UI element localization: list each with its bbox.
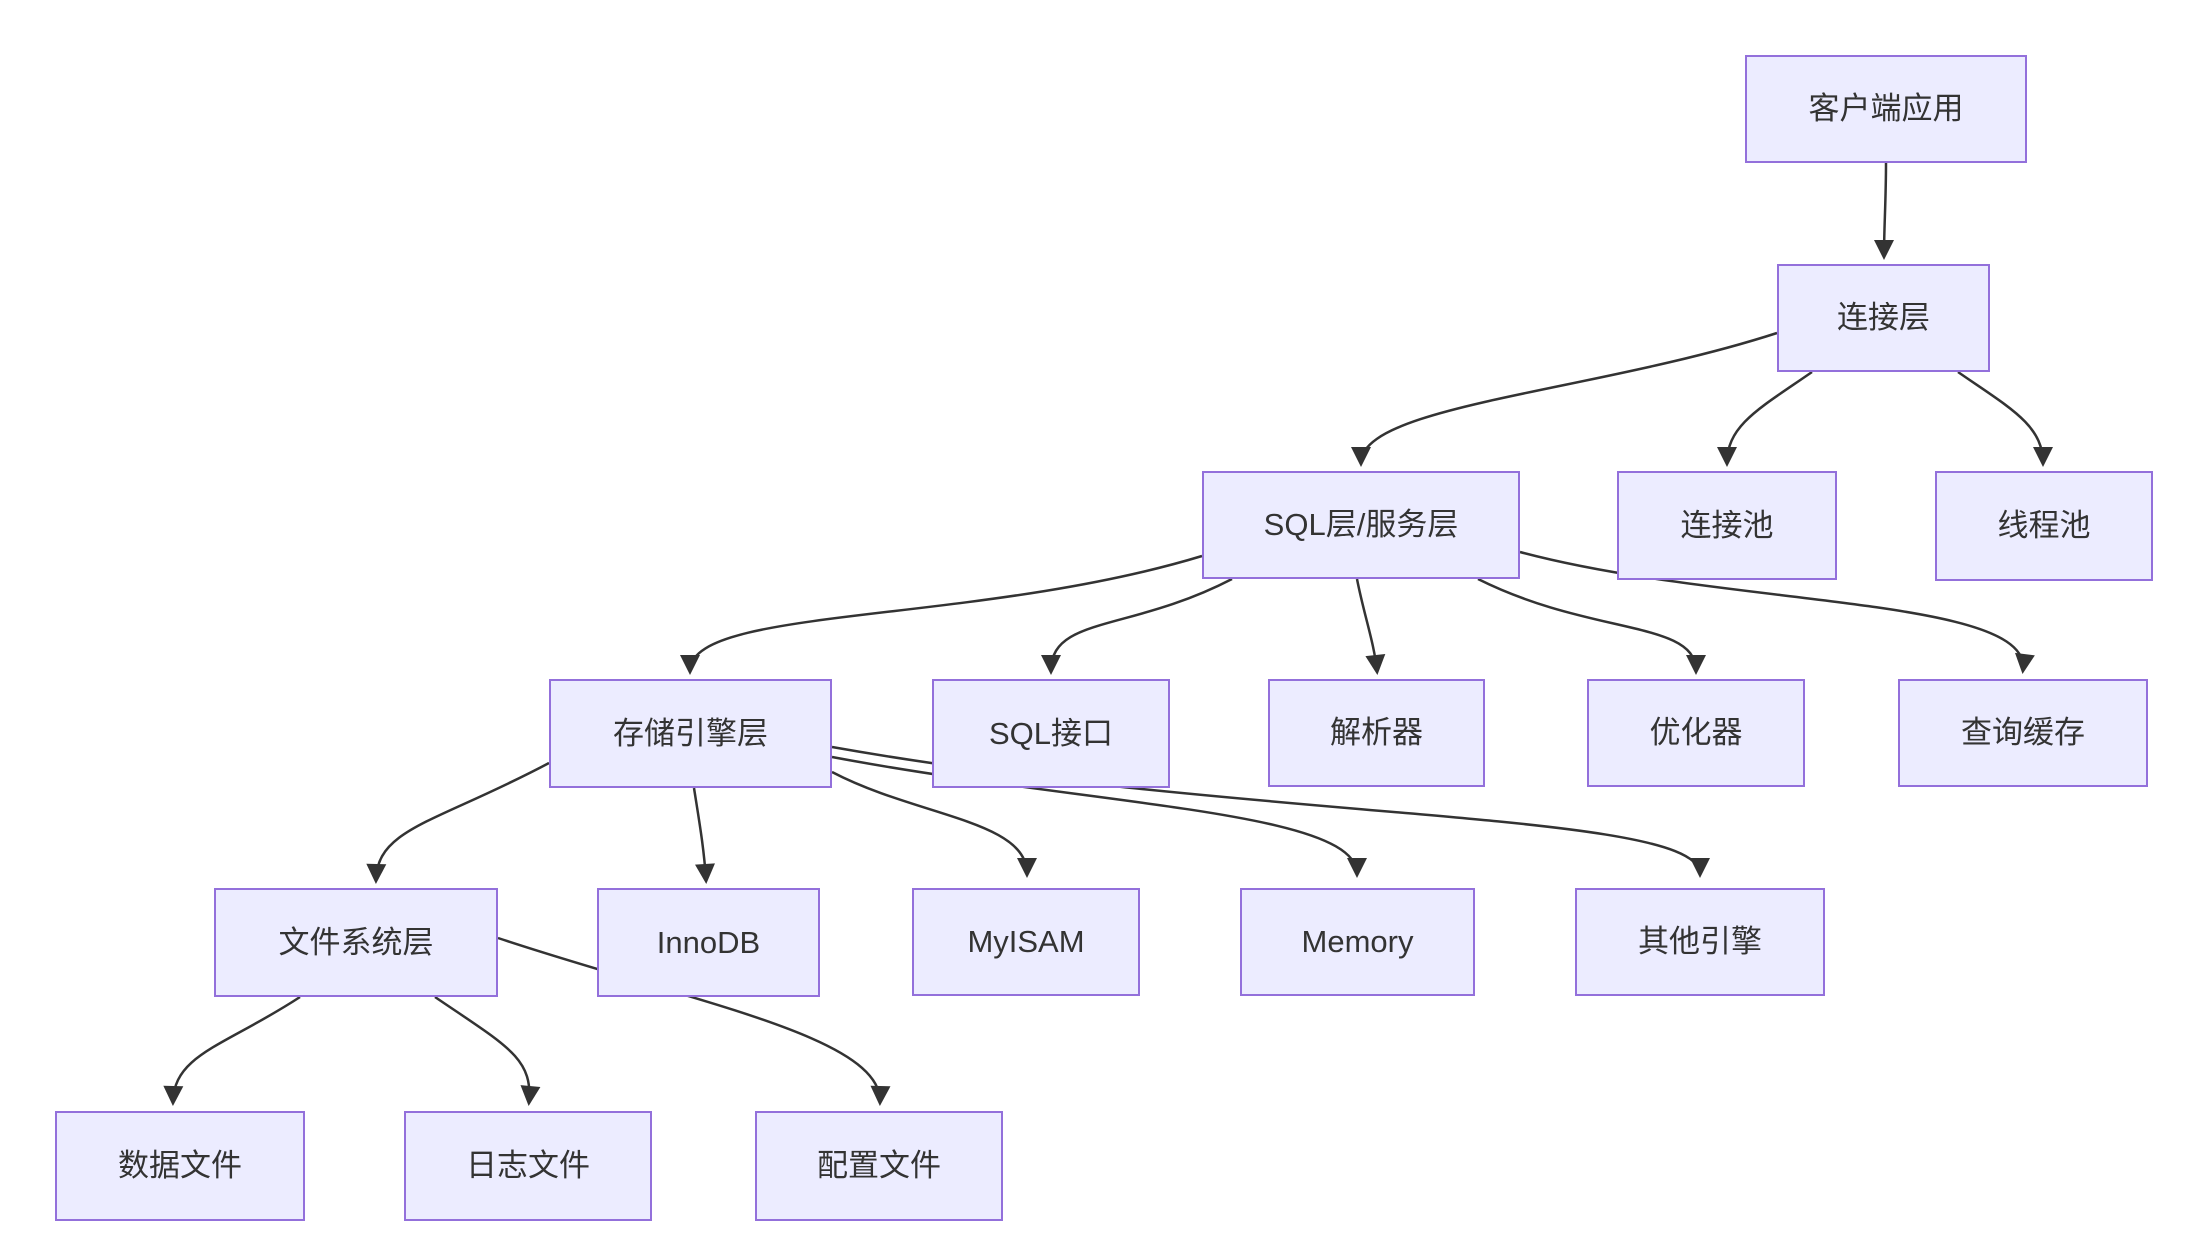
- node-cache: 查询缓存: [1898, 679, 2148, 787]
- node-parser: 解析器: [1268, 679, 1485, 787]
- edge-fs-logfile: [434, 995, 541, 1106]
- edge-engine-innodb: [692, 787, 715, 884]
- node-label-conn: 连接层: [1837, 300, 1930, 336]
- node-label-innodb: InnoDB: [656, 924, 761, 960]
- node-innodb: InnoDB: [597, 888, 820, 997]
- edge-client-conn: [1874, 162, 1895, 260]
- node-conn: 连接层: [1777, 264, 1990, 372]
- node-fs: 文件系统层: [214, 888, 498, 997]
- node-label-other: 其他引擎: [1638, 924, 1762, 960]
- node-label-sqlif: SQL接口: [988, 715, 1114, 751]
- edge-engine-myisam: [831, 770, 1037, 878]
- edge-engine-fs: [366, 761, 550, 884]
- node-label-client: 客户端应用: [1808, 91, 1964, 127]
- edge-sql-cache: [1519, 550, 2035, 674]
- node-label-sql: SQL层/服务层: [1263, 507, 1459, 543]
- node-label-parser: 解析器: [1330, 715, 1423, 751]
- node-client: 客户端应用: [1745, 55, 2027, 163]
- node-datafile: 数据文件: [55, 1111, 305, 1221]
- node-conffile: 配置文件: [755, 1111, 1003, 1221]
- node-label-opt: 优化器: [1649, 715, 1743, 751]
- node-engine: 存储引擎层: [549, 679, 832, 788]
- node-label-memory: Memory: [1301, 924, 1414, 960]
- edge-sql-sqlif: [1041, 577, 1233, 675]
- node-label-thread: 线程池: [1997, 508, 2091, 544]
- node-label-datafile: 数据文件: [118, 1148, 242, 1184]
- node-pool: 连接池: [1617, 471, 1837, 580]
- node-memory: Memory: [1240, 888, 1475, 996]
- node-thread: 线程池: [1935, 471, 2153, 581]
- node-myisam: MyISAM: [912, 888, 1140, 996]
- node-label-logfile: 日志文件: [466, 1148, 590, 1184]
- node-label-cache: 查询缓存: [1961, 715, 2085, 751]
- edge-sql-parser: [1355, 578, 1386, 675]
- edge-fs-conffile: [497, 936, 891, 1106]
- edge-fs-datafile: [163, 995, 301, 1106]
- node-logfile: 日志文件: [404, 1111, 652, 1221]
- node-label-fs: 文件系统层: [278, 924, 434, 960]
- node-label-pool: 连接池: [1680, 507, 1774, 543]
- edge-conn-sql: [1351, 331, 1778, 467]
- edge-conn-pool: [1717, 370, 1813, 467]
- node-other: 其他引擎: [1575, 888, 1825, 996]
- node-opt: 优化器: [1587, 679, 1805, 787]
- node-label-engine: 存储引擎层: [613, 715, 768, 751]
- edge-sql-opt: [1477, 577, 1706, 675]
- node-label-myisam: MyISAM: [967, 924, 1085, 960]
- node-sql: SQL层/服务层: [1202, 471, 1520, 579]
- edge-sql-engine: [680, 554, 1203, 675]
- node-sqlif: SQL接口: [932, 679, 1170, 788]
- node-label-conffile: 配置文件: [817, 1148, 941, 1184]
- edge-conn-thread: [1957, 370, 2053, 467]
